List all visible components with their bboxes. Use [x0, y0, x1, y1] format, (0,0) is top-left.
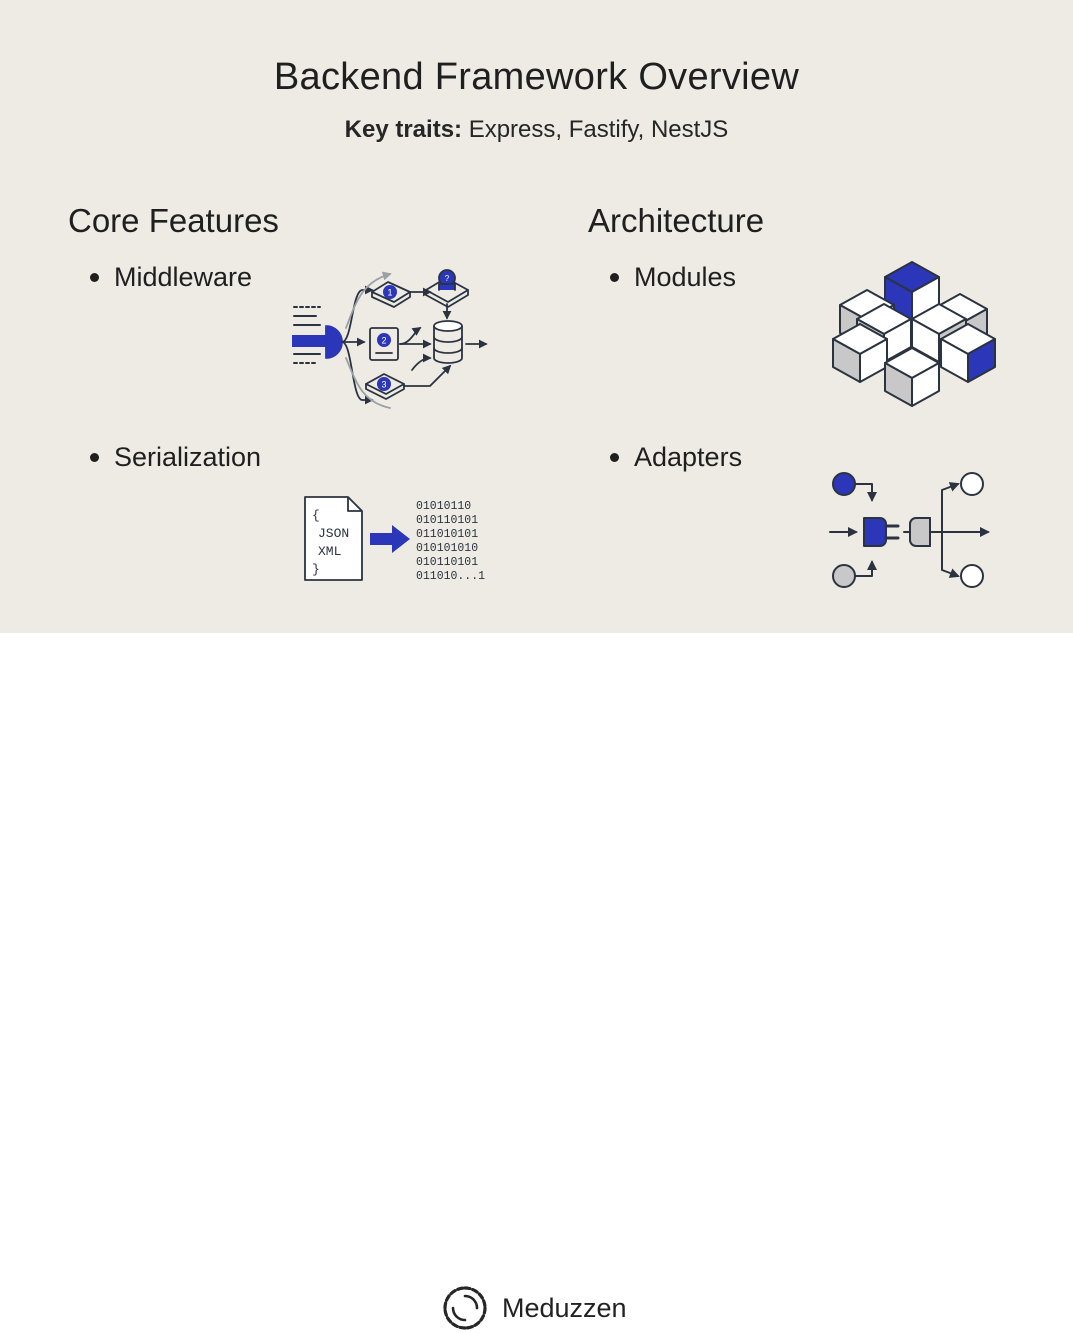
serialization-icon: { JSON XML } 01010110 010110101 01101010… [304, 496, 485, 583]
architecture-heading: Architecture [588, 202, 765, 239]
doc-line-close: } [312, 562, 320, 577]
bullet-dot [90, 453, 99, 462]
bullet-serialization: Serialization [90, 442, 261, 473]
bullet-middleware: Middleware [90, 262, 252, 293]
step-1-label: 1 [387, 288, 392, 298]
bullet-dot [90, 273, 99, 282]
bullet-modules-label: Modules [634, 262, 737, 292]
cube [940, 323, 996, 383]
step-3-label: 3 [381, 380, 386, 390]
bullet-serialization-label: Serialization [114, 442, 262, 472]
bullet-adapters-label: Adapters [634, 442, 743, 472]
doc-line-xml: XML [318, 544, 341, 559]
doc-line-open: { [312, 508, 320, 523]
binary-line: 01010110 [416, 500, 471, 513]
subtitle-frameworks: Express, Fastify, NestJS [462, 116, 729, 143]
bullet-dot [610, 453, 619, 462]
doc-line-json: JSON [318, 526, 349, 541]
middleware-pipeline-icon: 1 2 3 ? [292, 269, 488, 409]
bullet-middleware-label: Middleware [114, 262, 253, 292]
step-2-label: 2 [381, 336, 386, 346]
slide-title: Backend Framework Overview [273, 56, 800, 98]
slide: Backend Framework Overview Key traits: E… [0, 0, 1073, 633]
binary-line: 010101010 [416, 542, 478, 555]
binary-line: 010110101 [416, 514, 478, 527]
binary-line: 011010...1 [416, 570, 485, 583]
cube [884, 261, 940, 321]
brand-name: Meduzzen [502, 1292, 627, 1323]
binary-line: 010110101 [416, 556, 478, 569]
bullet-adapters: Adapters [610, 442, 742, 473]
bullet-modules: Modules [610, 262, 736, 293]
brand: Meduzzen [440, 1283, 627, 1333]
bullet-dot [610, 273, 619, 282]
svg-text:?: ? [445, 274, 450, 283]
meduzzen-logo-icon [443, 1286, 487, 1330]
cube-stack-icon [832, 261, 996, 407]
plug-adapter-icon [829, 472, 990, 588]
cube [884, 347, 940, 407]
binary-line: 011010101 [416, 528, 478, 541]
footer: Meduzzen [0, 633, 1073, 1330]
core-features-heading: Core Features [68, 202, 279, 239]
subtitle-prefix: Key traits: [344, 116, 463, 143]
slide-subtitle: Key traits: Express, Fastify, NestJS [0, 116, 1073, 144]
